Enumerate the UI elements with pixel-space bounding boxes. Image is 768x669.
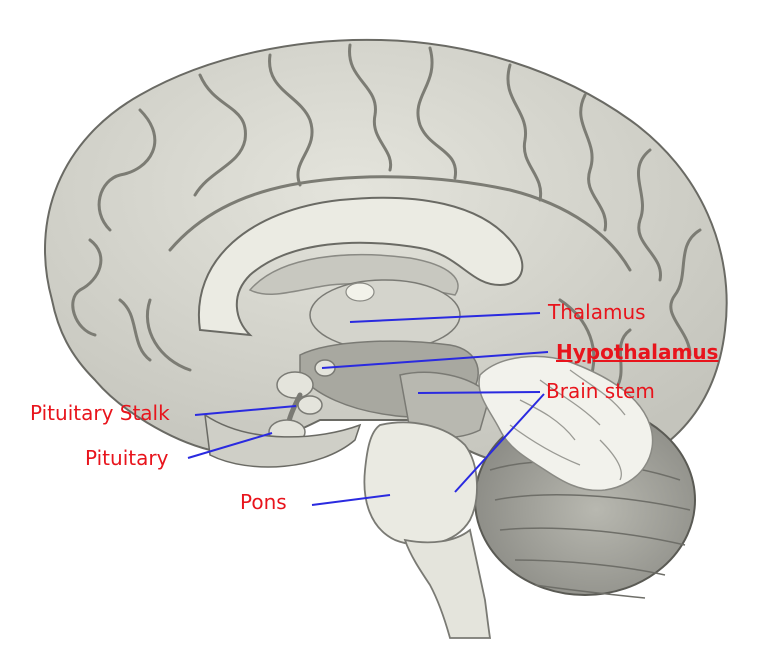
label-brain-stem: Brain stem — [546, 379, 655, 403]
label-pons: Pons — [240, 490, 287, 514]
corpus-callosum — [197, 196, 524, 337]
leader-pituitary — [187, 432, 273, 459]
leader-pituitary-stalk — [194, 405, 297, 416]
leader-brain-stem-a — [417, 391, 541, 394]
leader-pons — [311, 494, 391, 506]
label-thalamus: Thalamus — [548, 300, 646, 324]
label-hypothalamus: Hypothalamus — [556, 340, 719, 364]
label-pituitary: Pituitary — [85, 446, 169, 470]
medulla-shape — [403, 528, 492, 639]
label-pituitary-stalk: Pituitary Stalk — [30, 401, 170, 425]
leader-hypothalamus — [321, 351, 549, 369]
leader-brain-stem-b — [454, 393, 545, 493]
arbor-vitae — [478, 355, 654, 492]
leader-thalamus — [349, 312, 541, 323]
